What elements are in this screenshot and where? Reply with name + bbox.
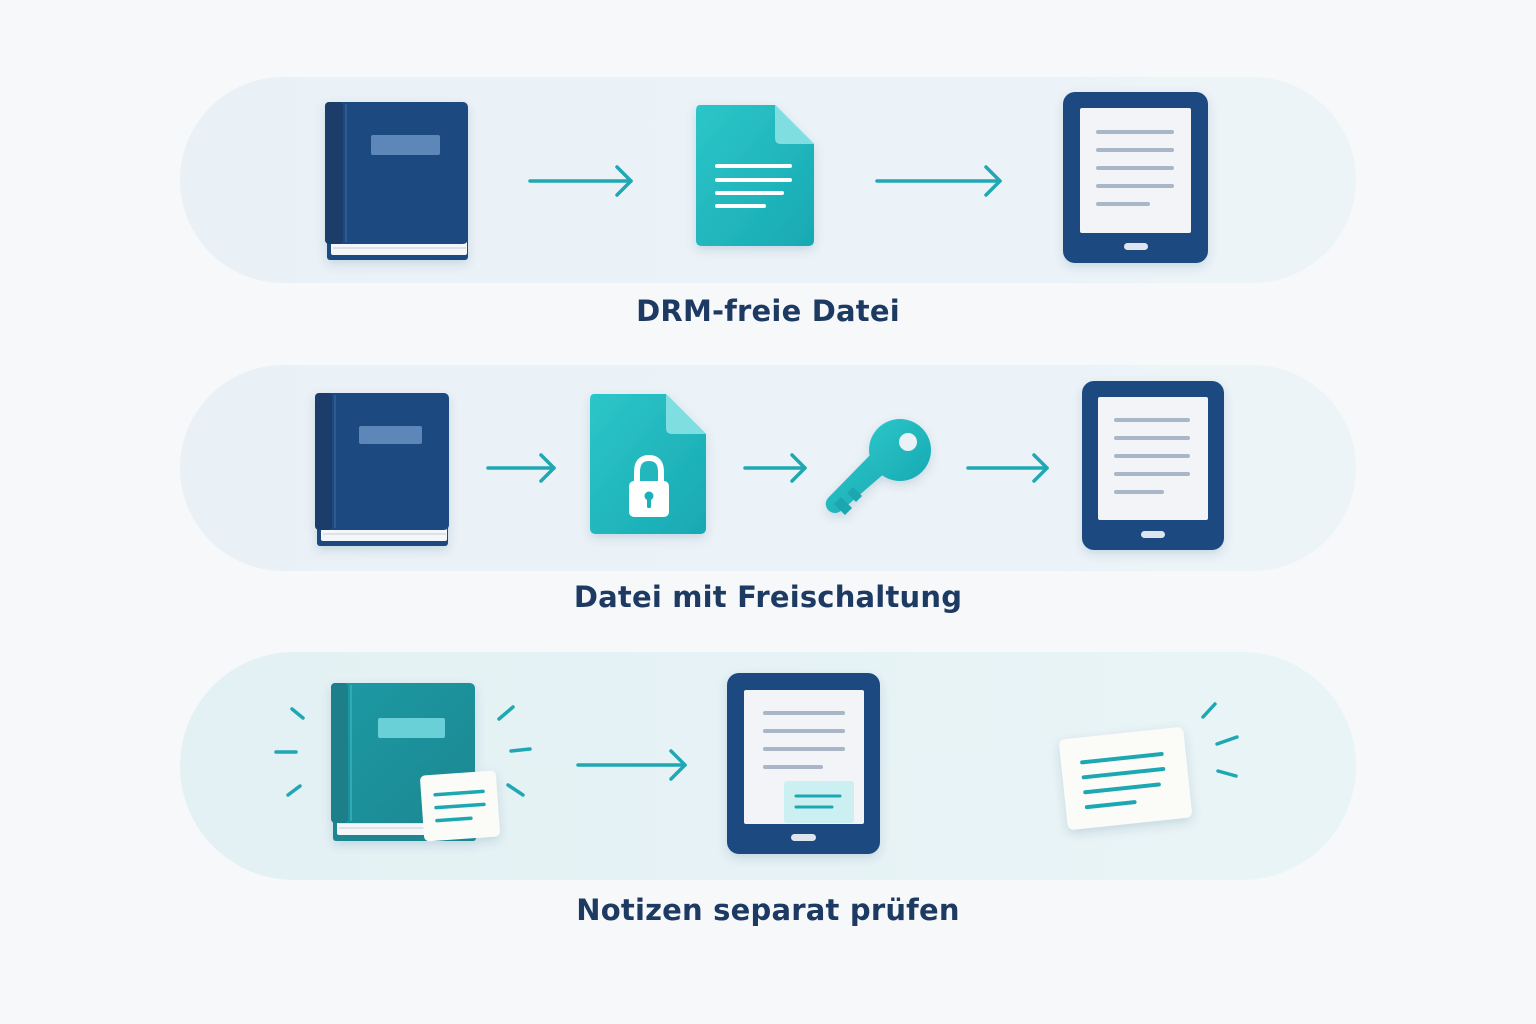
ereader-icon <box>1082 381 1224 550</box>
flow-caption-unlock: Datei mit Freischaltung <box>573 580 963 614</box>
sparkle-icon <box>274 705 532 797</box>
ereader-with-note-icon <box>727 673 880 854</box>
flow-caption-drm-free: DRM-freie Datei <box>636 294 900 328</box>
ereader-icon <box>1063 92 1208 263</box>
document-icon <box>696 105 814 246</box>
arrow-right-icon <box>486 453 556 483</box>
arrow-right-icon <box>875 165 1002 197</box>
key-icon <box>825 419 931 515</box>
arrow-right-icon <box>528 165 633 197</box>
arrow-right-icon <box>966 453 1049 483</box>
note-card-icon <box>1059 727 1192 830</box>
arrow-right-icon <box>576 749 687 781</box>
arrow-right-icon <box>743 453 807 483</box>
sparkle-icon <box>1201 702 1239 778</box>
book-icon <box>315 393 449 546</box>
book-icon <box>325 102 468 260</box>
annotated-book-icon <box>331 683 500 842</box>
locked-document-icon <box>590 394 706 534</box>
flow-caption-notes: Notizen separat prüfen <box>576 893 960 927</box>
sticky-note-icon <box>420 770 500 842</box>
padlock-icon <box>629 454 669 517</box>
